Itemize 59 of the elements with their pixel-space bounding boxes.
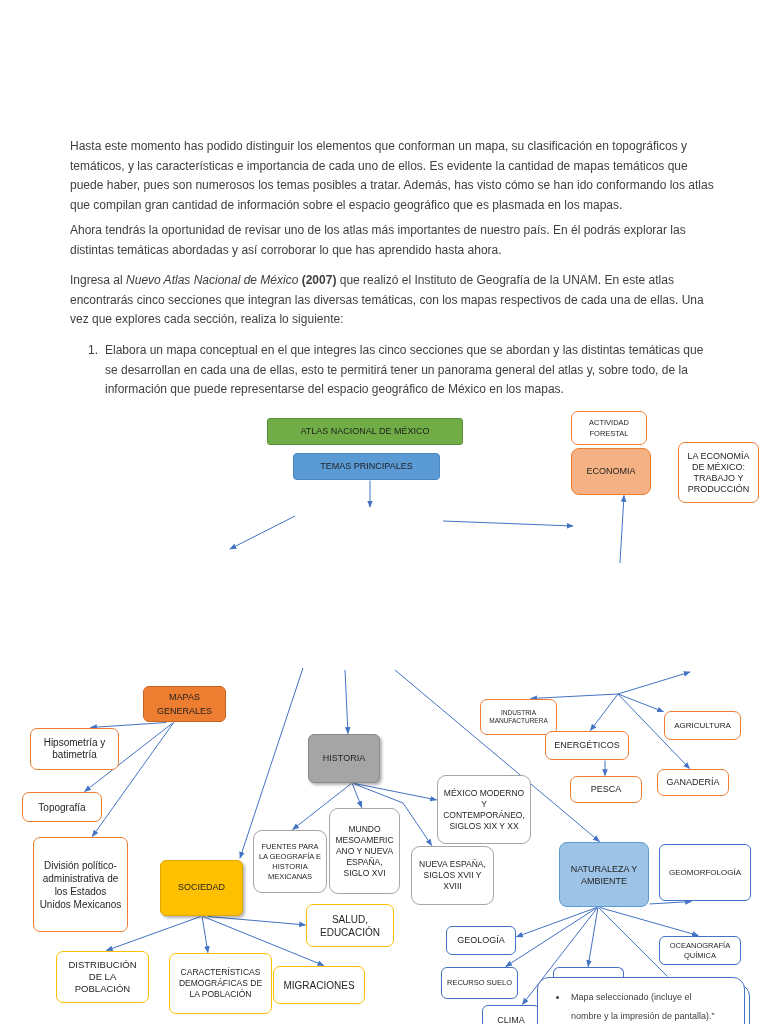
connector-arrow [505,907,598,967]
concept-box: TEMAS PRINCIPALES [293,453,440,480]
connector-arrow [352,783,433,847]
concept-box: SALUD, EDUCACIÓN [306,904,394,947]
connector-arrow [649,899,693,905]
paragraph: Ahora tendrás la oportunidad de revisar uno de los atlas más importantes de nuestro país. En él podrás explorar las distintas temáticas abordadas y así corroborar lo que has aprendido hasta ahora. [70,222,687,259]
connector-arrow [354,783,438,802]
paragraph: Hasta este momento has podido distinguir los elementos que conforman un mapa, su clasificación en topográficos y temáticos, y las características e importancia de cada uno de ellos. Es evidente la cantidad de mapas temáticos que puede haber, pues son numerosos los temas posibles a tratar. Además, has visto cómo se han ido conformando los atlas que compilan gran cantidad de información sobre el espacio geográfico que es plasmada en los mapas. [70,138,715,214]
connector-arrow [617,693,690,769]
concept-box: LA ECONOMÍA DE MÉXICO: TRABAJO Y PRODUCCIÓN [678,442,759,503]
paragraph: Elabora un mapa conceptual en el que integres las cinco secciones que se abordan y las distintas temáticas que se desarrollan en cada una de ellas, esto te permitirá tener un panorama general del atlas y, sobre todo, de la información que puede representarse del espacio geográfico de México en los mapas. [105,342,705,398]
concept-box: MUNDO MESOAMERICANO Y NUEVA ESPAÑA, SIGLO XVI [329,808,400,894]
connector-arrow [239,667,304,859]
concept-box: GEOLOGÍA [446,926,516,955]
connector-arrow [344,669,351,735]
connector-arrow [394,669,600,842]
connector-arrow [351,783,363,809]
connector-arrow [89,722,167,730]
concept-box: CARACTERÍSTICAS DEMOGRÁFICAS DE LA POBLACIÓN [169,953,272,1014]
connector-arrow [521,907,599,1006]
connector-arrow [515,907,598,938]
connector-arrow [105,916,202,951]
concept-box: ENERGÉTICOS [545,731,629,760]
concept-box: MIGRACIONES [273,966,365,1004]
concept-box: GANADERÍA [657,769,729,796]
concept-box: HISTORIA [308,734,380,783]
connector-arrow [91,722,175,838]
concept-box: AGRICULTURA [664,711,741,740]
concept-box: NUEVA ESPAÑA, SIGLOS XVII Y XVIII [411,846,494,905]
concept-box: GEOMORFOLOGÍA [659,844,751,901]
connector-arrow [602,760,608,777]
concept-box: Hipsometría y batimetría [30,728,119,770]
concept-box: ATLAS NACIONAL DE MÉXICO [267,418,463,445]
connector-arrow [84,722,174,792]
connector-arrow [619,494,627,564]
concept-box: DISTRIBUCIÓN DE LA POBLACIÓN [56,951,149,1003]
connector-arrow [207,916,307,928]
empty-box [553,967,624,977]
connector-arrow [530,693,619,701]
concept-box: ECONOMIA [571,448,651,495]
concept-box: SOCIEDAD [160,860,243,916]
connector-arrow [617,693,665,713]
concept-box: NATURALEZA Y AMBIENTE [559,842,649,907]
connector-arrow [586,907,599,968]
concept-box: División político-administrativa de los Estados Unidos Mexicanos [33,837,128,932]
connector-arrow [367,480,373,508]
concept-box: MAPAS GENERALES [143,686,226,722]
concept-box: Topografía [22,792,102,822]
note-card: Mapa seleccionado (incluye el nombre y la impresión de pantalla).” [537,977,745,1024]
list-number: 1. [88,342,99,359]
concept-box: PESCA [570,776,642,803]
connector-arrow [201,916,210,954]
connector-arrow [292,783,352,830]
connector-arrow [599,907,699,937]
connector-arrow [589,693,619,732]
concept-box: MÉXICO MODERNO Y CONTEMPORÁNEO, SIGLOS XIX Y XX [437,775,531,844]
connector-arrow [202,916,325,966]
concept-box: CLIMA [482,1005,540,1024]
paragraph: Ingresa al Nuevo Atlas Nacional de México (2007) que realizó el Instituto de Geografía de la UNAM. En este atlas encontrarás cinco secciones que integran las diversas temáticas, con los mapas respectivos de cada una de ellas. Una vez que explores cada sección, realiza lo siguiente: [70,272,705,328]
